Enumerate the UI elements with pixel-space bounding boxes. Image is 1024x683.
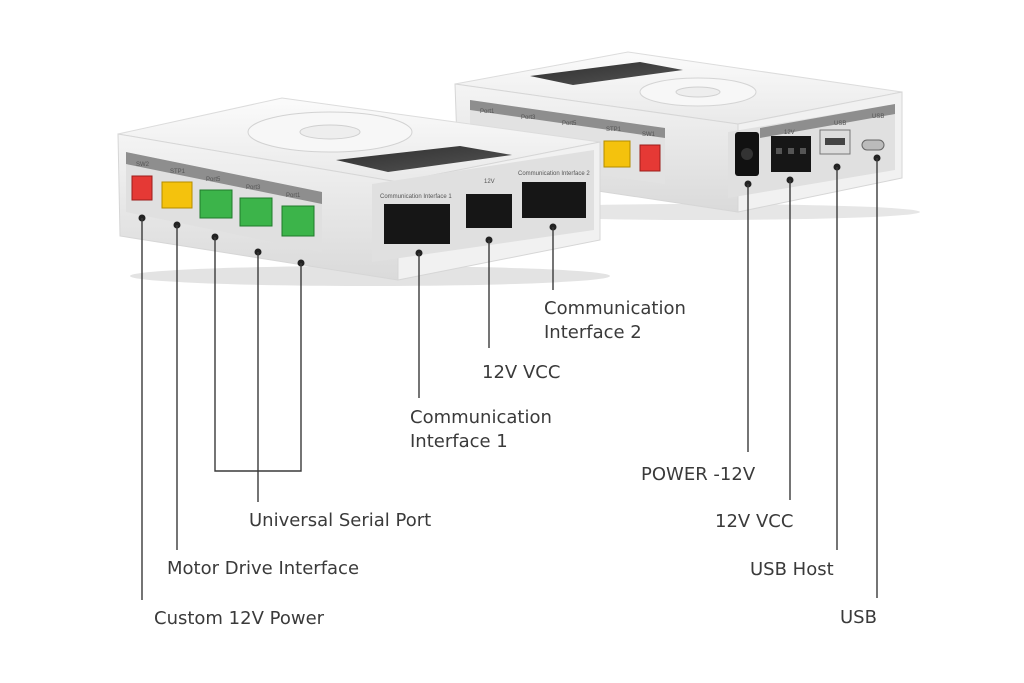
left-port1 bbox=[281, 205, 315, 237]
label-12v-vcc-left: 12V VCC bbox=[482, 362, 560, 383]
right-sw-port bbox=[639, 144, 661, 172]
label-12v-vcc-right: 12V VCC bbox=[715, 511, 793, 532]
left-comm1-label: Communication Interface 1 bbox=[380, 194, 452, 200]
right-port-label: Port1 bbox=[480, 109, 495, 115]
label-comm1-line2: Interface 1 bbox=[410, 431, 508, 452]
label-power-12v: POWER -12V bbox=[641, 464, 756, 485]
left-port-label: Port5 bbox=[206, 177, 221, 183]
label-comm1-line1: Communication bbox=[410, 407, 552, 428]
left-device: SW2 STP1 Port5 Port3 Port1 Communication… bbox=[117, 97, 610, 286]
right-stp-port bbox=[603, 140, 631, 168]
left-port-label: Port3 bbox=[246, 185, 261, 191]
label-usb: USB bbox=[840, 607, 877, 628]
right-port-label: Port3 bbox=[521, 115, 536, 121]
label-universal-serial-port: Universal Serial Port bbox=[249, 510, 431, 531]
left-sw2-port bbox=[131, 175, 153, 201]
right-usb-label: USB bbox=[872, 114, 884, 120]
left-port5 bbox=[199, 189, 233, 219]
label-motor-drive-interface: Motor Drive Interface bbox=[167, 558, 359, 579]
label-comm2-line1: Communication bbox=[544, 298, 686, 319]
left-port-label: Port1 bbox=[286, 193, 301, 199]
right-port-label: SW1 bbox=[642, 132, 656, 138]
callout-lines bbox=[138, 154, 881, 600]
right-port-label: STP1 bbox=[606, 127, 622, 133]
left-port3 bbox=[239, 197, 273, 227]
label-comm2-line2: Interface 2 bbox=[544, 322, 642, 343]
right-12v-label: 12V bbox=[784, 130, 795, 136]
comm1-connector bbox=[384, 204, 450, 244]
comm2-connector bbox=[522, 182, 586, 218]
right-port-label: Port5 bbox=[562, 121, 577, 127]
usb-port bbox=[861, 139, 885, 151]
left-stp1-port bbox=[161, 181, 193, 209]
callout-labels: Communication Interface 2 12V VCC Commun… bbox=[154, 298, 877, 629]
right-usbhost-label: USB bbox=[834, 121, 846, 127]
label-usb-host: USB Host bbox=[750, 559, 834, 580]
left-screen bbox=[336, 146, 512, 172]
left-comm2-label: Communication Interface 2 bbox=[518, 171, 590, 177]
label-custom-12v-power: Custom 12V Power bbox=[154, 608, 325, 629]
left-12v-label: 12V bbox=[484, 179, 495, 185]
right-screen bbox=[530, 62, 683, 85]
left-port-label: STP1 bbox=[170, 169, 186, 175]
left-12v-header bbox=[466, 194, 512, 228]
left-port-label: SW2 bbox=[136, 162, 150, 168]
